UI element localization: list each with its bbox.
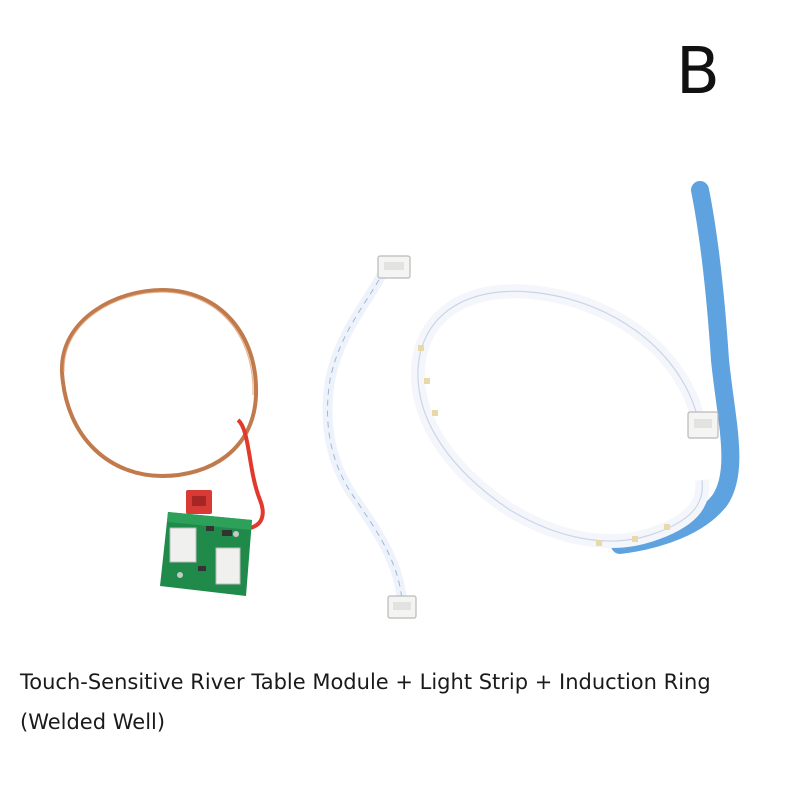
touch-module (160, 490, 252, 596)
induction-ring (59, 287, 265, 530)
variant-label: B (676, 35, 720, 109)
product-photo (59, 181, 740, 619)
product-caption: Touch-Sensitive River Table Module + Lig… (20, 670, 711, 734)
light-strip (410, 181, 740, 554)
connector-cable (322, 255, 417, 619)
